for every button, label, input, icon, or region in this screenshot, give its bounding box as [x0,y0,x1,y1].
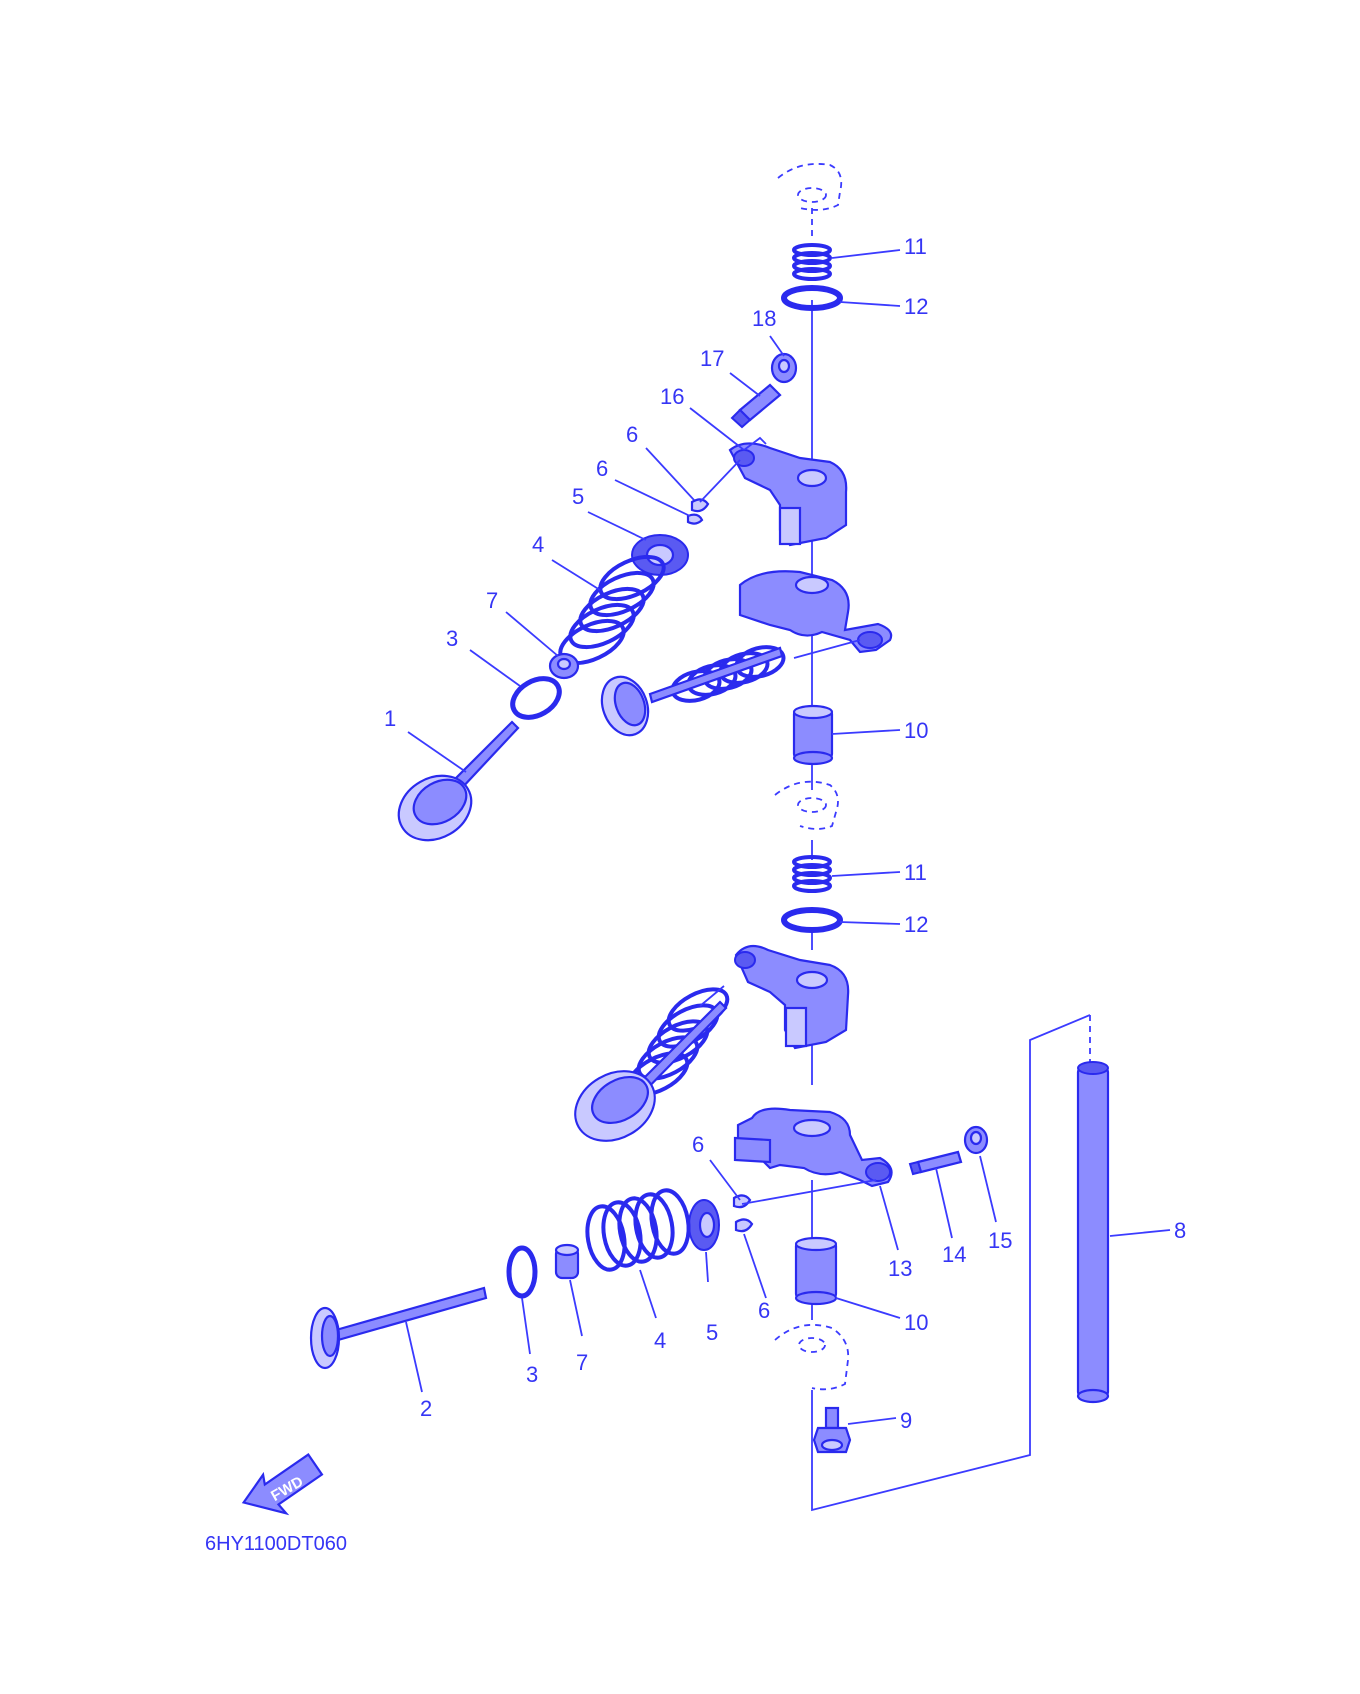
rocker-arm-top [728,442,848,547]
valve-keepers-top [686,498,710,525]
valve-spring-assembled-top [600,645,786,737]
callout-11-top: 11 [904,234,927,259]
rocker-arm-assembled-middle [734,944,850,1050]
callout-10-top: 10 [904,718,928,743]
locknut-top [770,352,798,384]
callout-4-top: 4 [532,532,544,557]
callout-18: 18 [752,306,776,331]
spring-small-middle [792,855,832,893]
callout-17: 17 [700,346,724,371]
dashed-cam-top [777,163,843,240]
lifter-sleeve-bottom [794,1236,838,1306]
callout-7-top: 7 [486,588,498,613]
callout-labels: 11 12 18 17 16 6 6 5 4 7 3 1 10 11 12 6 … [384,234,1186,1433]
callout-6-bottom-a: 6 [692,1132,704,1157]
callout-1: 1 [384,706,396,731]
callout-6-top-b: 6 [596,456,608,481]
callout-6-bottom-b: 6 [758,1298,770,1323]
rocker-arm-bottom [733,1107,893,1188]
callout-3-bottom: 3 [526,1362,538,1387]
push-rod-bracket-lines [811,1014,1091,1512]
washer-top [781,285,843,311]
lifter-sleeve-top [792,704,834,766]
leader-lines [405,249,1171,1425]
dashed-cam-middle [774,780,839,830]
locknut-bottom [963,1125,989,1155]
valve-spring-top [558,554,666,666]
callout-4-bottom: 4 [654,1328,666,1353]
callout-14: 14 [942,1242,966,1267]
stem-seal-top [548,652,580,680]
dashed-cam-bottom [774,1324,850,1391]
valve-spring-assembled-middle [574,987,730,1142]
callout-5-top: 5 [572,484,584,509]
callout-8: 8 [1174,1218,1186,1243]
diagram-code: 6HY1100DT060 [205,1533,347,1555]
exhaust-valve [309,1286,488,1370]
callout-15: 15 [988,1228,1012,1253]
valve-keepers-bottom [732,1194,754,1233]
spring-small-top [792,243,832,281]
callout-5-bottom: 5 [706,1320,718,1345]
callout-6-top-a: 6 [626,422,638,447]
stem-seal-bottom [554,1243,580,1280]
adjusting-screw-bottom [908,1150,963,1176]
callout-7-bottom: 7 [576,1350,588,1375]
push-rod [1076,1061,1110,1404]
callout-12-top: 12 [904,294,928,319]
spring-retainer-bottom [688,1199,720,1251]
callout-2: 2 [420,1396,432,1421]
bolt [812,1406,852,1454]
valve-spring-bottom [585,1188,691,1272]
callout-10-bottom: 10 [904,1310,928,1335]
adjusting-screw-top [730,383,782,429]
spring-seat-bottom [506,1245,538,1299]
intake-valve [397,720,520,842]
spring-retainer-top [631,534,689,576]
spring-seat-top [510,676,562,720]
washer-middle [781,907,843,933]
callout-12-middle: 12 [904,912,928,937]
callout-16: 16 [660,384,684,409]
callout-9: 9 [900,1408,912,1433]
rocker-arm-assembled-top [738,570,893,654]
fwd-arrow-icon: FWD [241,1453,324,1516]
callout-13: 13 [888,1256,912,1281]
callout-3-top: 3 [446,626,458,651]
callout-11-middle: 11 [904,860,927,885]
